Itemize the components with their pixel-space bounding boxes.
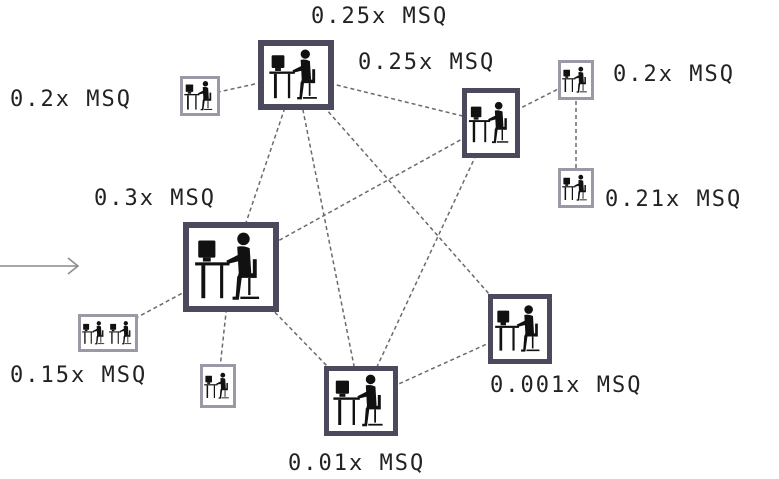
link-top-center-bottom-right: [295, 74, 521, 330]
node-bottom-right: [488, 294, 552, 364]
node-label-bottom-center: 0.01x MSQ: [288, 451, 426, 476]
node-label-center-left: 0.3x MSQ: [94, 186, 216, 211]
person-at-computer-icon: [329, 371, 393, 431]
node-top-left-small: [180, 76, 220, 116]
node-label-top-left-small: 0.2x MSQ: [10, 87, 132, 112]
node-label-far-right-bottom: 0.21x MSQ: [605, 187, 743, 212]
node-label-bottom-left-small: 0.15x MSQ: [10, 363, 148, 388]
node-label-bottom-right: 0.001x MSQ: [490, 373, 643, 398]
person-at-computer-icon: [264, 46, 328, 104]
node-far-right-bottom: [558, 168, 594, 208]
node-bottom-center: [324, 366, 398, 436]
arrow-right-icon: [0, 257, 80, 275]
link-top-center-top-right: [295, 74, 492, 124]
node-label-top-right: 0.25x MSQ: [358, 50, 496, 75]
node-bottom-left-small: [78, 314, 138, 352]
node-far-right-top: [558, 60, 594, 100]
person-at-computer-icon: [203, 367, 233, 405]
person-at-computer-icon: [189, 228, 273, 306]
node-bottom-center-small: [200, 364, 236, 408]
link-top-center-bottom-center: [295, 74, 362, 402]
node-center-left: [183, 222, 279, 312]
person-at-computer-icon: [493, 299, 547, 359]
person-at-computer-icon: [81, 317, 135, 349]
node-top-center: [258, 40, 334, 110]
node-label-far-right-top: 0.2x MSQ: [613, 62, 735, 87]
node-top-right: [462, 88, 520, 158]
person-at-computer-icon: [183, 79, 217, 113]
link-top-right-bottom-center: [360, 122, 492, 402]
person-at-computer-icon: [561, 171, 591, 205]
node-label-top-center: 0.25x MSQ: [311, 4, 449, 29]
person-at-computer-icon: [561, 63, 591, 97]
person-at-computer-icon: [467, 93, 515, 153]
